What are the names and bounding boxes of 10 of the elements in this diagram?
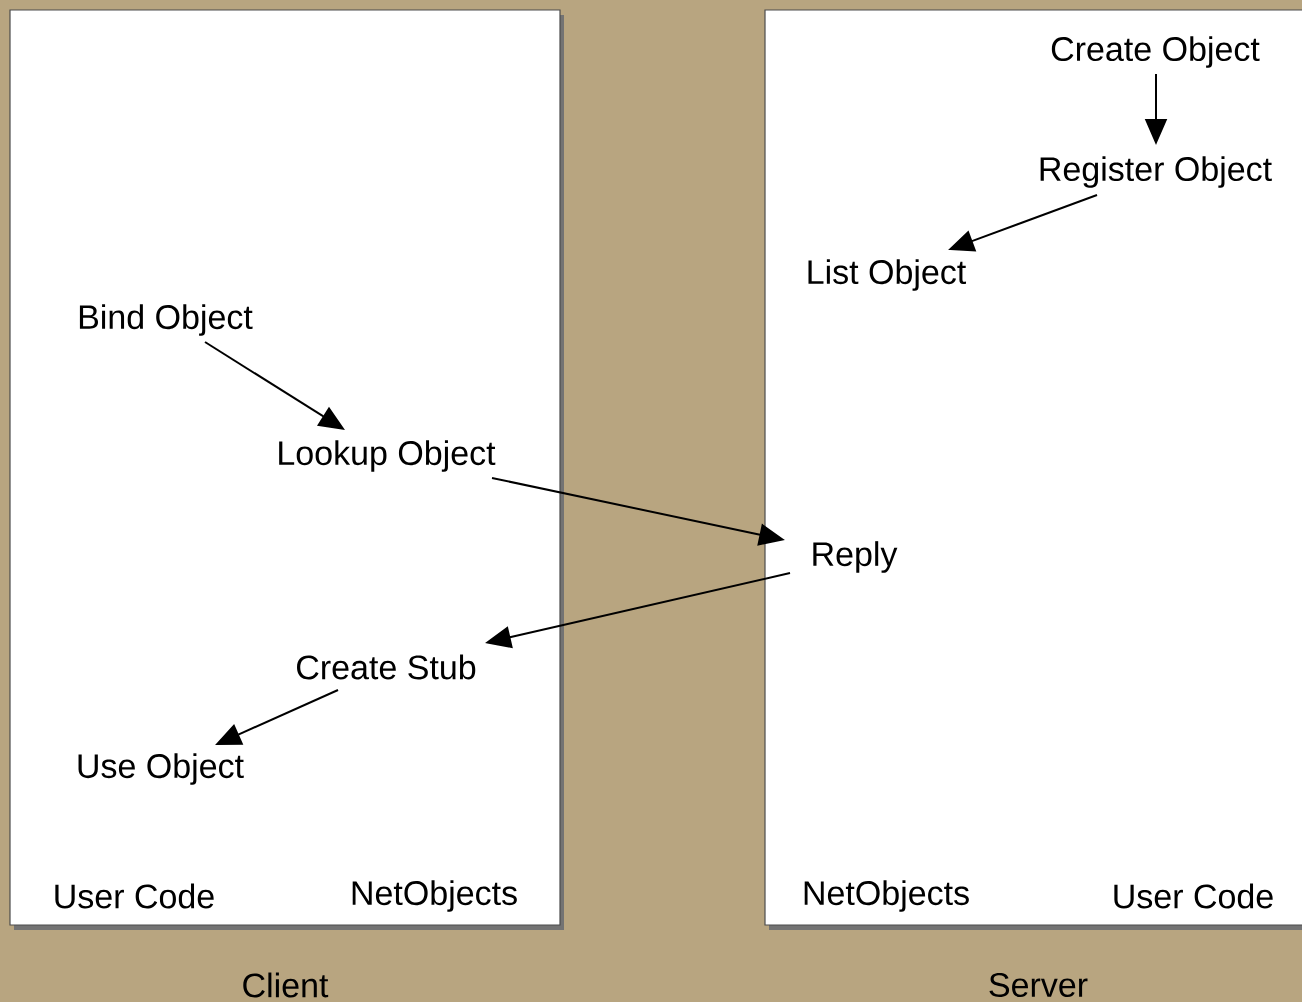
panel-caption: Client	[243, 972, 329, 998]
panel-caption: Server	[989, 972, 1088, 998]
step-label: List Object	[808, 259, 966, 291]
step-label: Bind Object	[79, 304, 253, 336]
step-label: Register Object	[1040, 156, 1272, 188]
step-label: Use Object	[78, 753, 244, 785]
step-label: Create Stub	[297, 654, 476, 680]
step-label: Lookup Object	[279, 440, 496, 472]
step-label: Create Object	[1051, 36, 1260, 68]
step-label: Reply	[813, 541, 898, 573]
